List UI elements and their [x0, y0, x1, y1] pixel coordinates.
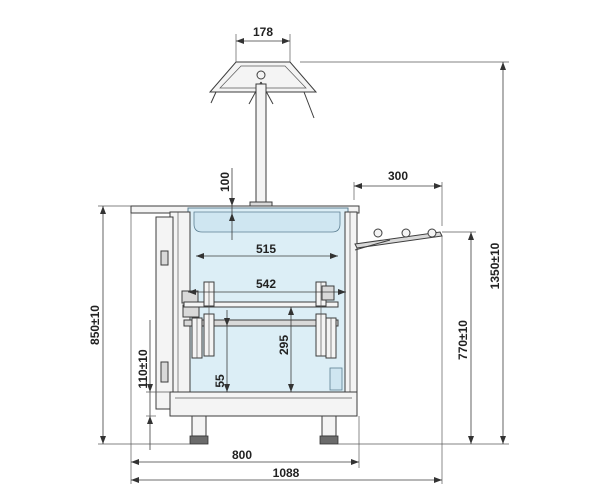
cabinet-base	[169, 391, 358, 417]
dim-label-178: 178	[253, 25, 273, 39]
dim-label-1350: 1350±10	[488, 242, 502, 289]
dim-label-100: 100	[218, 172, 232, 192]
right-panel	[344, 211, 358, 417]
tray-shelf	[354, 228, 443, 251]
dim-label-770: 770±10	[456, 320, 470, 360]
lamp-post	[255, 83, 267, 205]
dim-label-295: 295	[277, 335, 291, 355]
dim-label-850: 850±10	[88, 305, 102, 345]
dim-label-1088: 1088	[273, 466, 300, 480]
heat-lamp	[208, 61, 318, 119]
dim-label-110: 110±10	[136, 349, 150, 389]
dim-label-515: 515	[256, 242, 276, 256]
dimension-lines	[98, 34, 509, 484]
dim-label-55: 55	[213, 374, 227, 388]
dim-label-300: 300	[388, 169, 408, 183]
dim-label-542: 542	[256, 277, 276, 291]
dim-label-800: 800	[232, 448, 252, 462]
tray-rails	[181, 281, 339, 359]
legs	[189, 415, 339, 445]
